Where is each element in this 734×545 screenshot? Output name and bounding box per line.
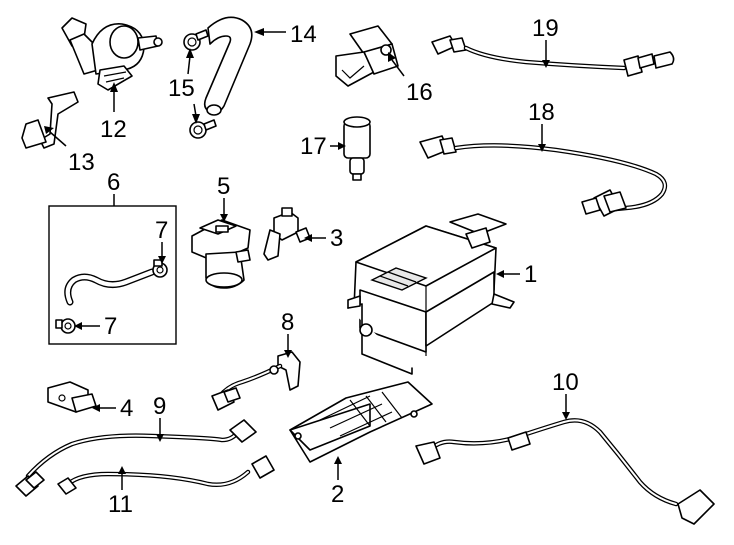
callout-8: 8	[281, 309, 294, 336]
callout-7-lower: 7	[104, 313, 117, 340]
part-11-hose	[57, 455, 275, 495]
part-7-clamp-upper	[152, 259, 168, 278]
part-5-valve	[191, 219, 251, 289]
callout-15: 15	[168, 75, 195, 102]
part-15-clamp-upper	[183, 29, 209, 51]
part-12-purge-valve	[61, 17, 163, 91]
callout-18: 18	[528, 99, 555, 126]
part-17-filter	[343, 116, 371, 181]
part-6-group-box	[48, 205, 177, 345]
part-9-hose	[15, 419, 257, 497]
part-16-sensor	[335, 25, 399, 87]
callout-6: 6	[107, 169, 120, 196]
callout-4: 4	[120, 395, 133, 422]
callout-19: 19	[532, 15, 559, 42]
part-2-shield	[289, 381, 433, 463]
callout-leaders	[44, 28, 570, 490]
callout-11: 11	[108, 491, 133, 518]
part-4-bracket	[47, 381, 97, 413]
callout-2: 2	[331, 481, 344, 508]
callout-9: 9	[153, 393, 166, 420]
part-10-hose	[415, 418, 715, 525]
part-15-clamp-lower	[189, 119, 217, 139]
part-6-hose	[64, 268, 156, 306]
callout-16: 16	[406, 79, 433, 106]
callout-14: 14	[290, 21, 317, 48]
callout-17: 17	[300, 133, 327, 160]
part-18-oxygen-sensor	[419, 135, 668, 217]
part-13-bracket	[21, 91, 79, 149]
part-7-clamp-lower	[55, 318, 76, 334]
part-8-harness-bracket	[211, 351, 301, 411]
callout-labels: 12 13 14 15 16 17 19 18 6 7 7 5 3 1 8 4 …	[68, 15, 579, 518]
callout-13: 13	[68, 149, 95, 176]
callout-3: 3	[330, 225, 343, 252]
callout-10: 10	[552, 369, 579, 396]
callout-12: 12	[100, 116, 127, 143]
part-14-hose	[203, 16, 253, 116]
callout-1: 1	[524, 261, 537, 288]
callout-5: 5	[217, 173, 230, 200]
callout-7-upper: 7	[155, 217, 168, 244]
part-19-oxygen-sensor	[431, 35, 675, 77]
part-3-valve	[263, 207, 311, 261]
part-1-canister	[347, 213, 515, 375]
